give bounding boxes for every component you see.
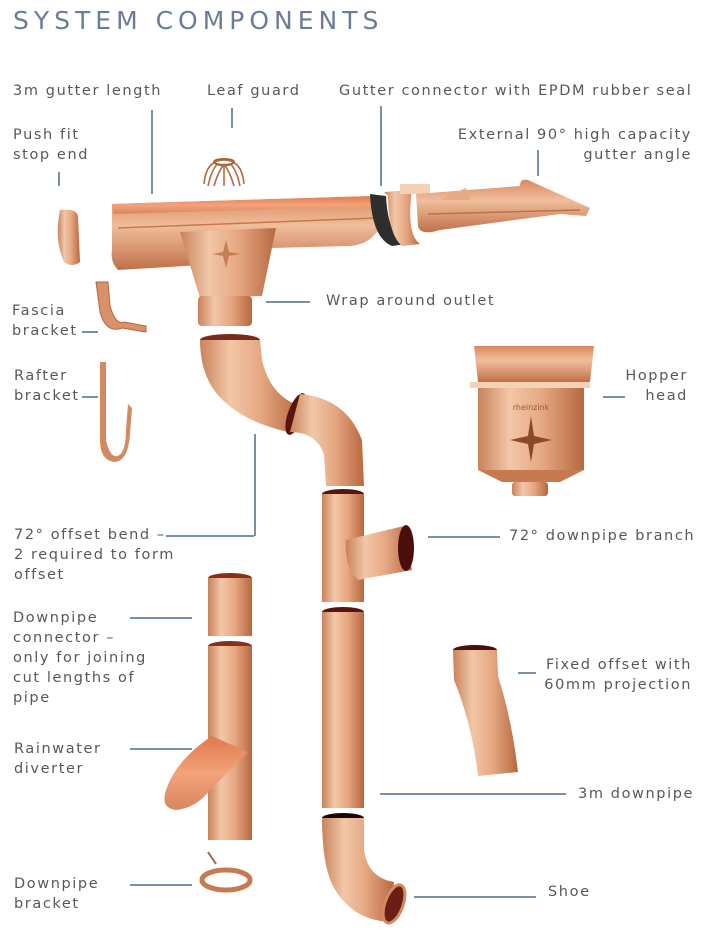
label-downpipe-connector: Downpipe connector – only for joining cu…	[13, 610, 147, 706]
label-downpipe-branch: 72° downpipe branch	[509, 528, 696, 544]
gutter-icon	[111, 196, 378, 326]
label-rainwater-diverter: Rainwater diverter	[14, 741, 102, 777]
hopper-head-icon: rheinzink	[470, 346, 594, 496]
svg-text:rheinzink: rheinzink	[513, 403, 550, 412]
downpipe-bracket-icon	[199, 851, 253, 893]
gutter-angle-icon	[416, 179, 590, 233]
label-gutter-angle: External 90° high capacity gutter angle	[457, 127, 692, 163]
leader-gutter-length	[151, 110, 153, 194]
leader-gutter-connector	[380, 106, 382, 186]
leader-downpipe-connector	[130, 617, 192, 619]
leader-shoe	[414, 896, 536, 898]
leader-offset-bend-v	[254, 434, 256, 536]
label-fascia-bracket: Fascia bracket	[12, 303, 78, 339]
fixed-offset-icon	[453, 645, 518, 776]
page-title: SYSTEM COMPONENTS	[13, 6, 384, 35]
leader-gutter-angle	[537, 150, 539, 176]
gutter-connector-icon	[370, 184, 430, 246]
leader-hopper-head	[603, 396, 625, 398]
rainwater-diverter-icon	[164, 641, 252, 840]
leader-downpipe	[380, 793, 566, 795]
label-gutter-connector: Gutter connector with EPDM rubber seal	[339, 83, 693, 99]
label-leaf-guard: Leaf guard	[207, 83, 301, 99]
label-stop-end: Push fit stop end	[13, 127, 90, 163]
leader-stop-end	[58, 172, 60, 186]
leader-leaf-guard	[231, 108, 233, 128]
downpipe-connector-icon	[208, 573, 252, 636]
offset-bend-upper-icon	[200, 334, 300, 432]
label-outlet: Wrap around outlet	[326, 293, 496, 309]
leader-offset-bend-h	[166, 535, 254, 537]
downpipe-icon	[322, 607, 364, 808]
offset-bend-lower-icon	[285, 393, 364, 486]
stop-end-icon	[57, 209, 80, 265]
label-downpipe: 3m downpipe	[578, 786, 695, 802]
label-gutter-length: 3m gutter length	[13, 83, 163, 99]
label-hopper-head: Hopper head	[625, 368, 688, 404]
downpipe-branch-icon	[322, 489, 414, 602]
label-rafter-bracket: Rafter bracket	[14, 368, 80, 404]
leader-rainwater-diverter	[130, 748, 192, 750]
label-offset-bend: 72° offset bend – 2 required to form off…	[14, 527, 175, 583]
leader-rafter-bracket	[82, 396, 98, 398]
leader-downpipe-bracket	[130, 884, 192, 886]
leader-fascia-bracket	[82, 331, 98, 333]
shoe-icon	[322, 813, 407, 925]
label-fixed-offset: Fixed offset with 60mm projection	[544, 657, 692, 693]
leaf-guard-icon	[203, 158, 245, 187]
label-shoe: Shoe	[548, 884, 591, 900]
label-downpipe-bracket: Downpipe bracket	[14, 876, 100, 912]
rafter-bracket-icon	[100, 362, 132, 462]
leader-downpipe-branch	[428, 536, 500, 538]
leader-fixed-offset	[518, 672, 536, 674]
leader-outlet	[266, 301, 310, 303]
fascia-bracket-icon	[95, 281, 147, 333]
